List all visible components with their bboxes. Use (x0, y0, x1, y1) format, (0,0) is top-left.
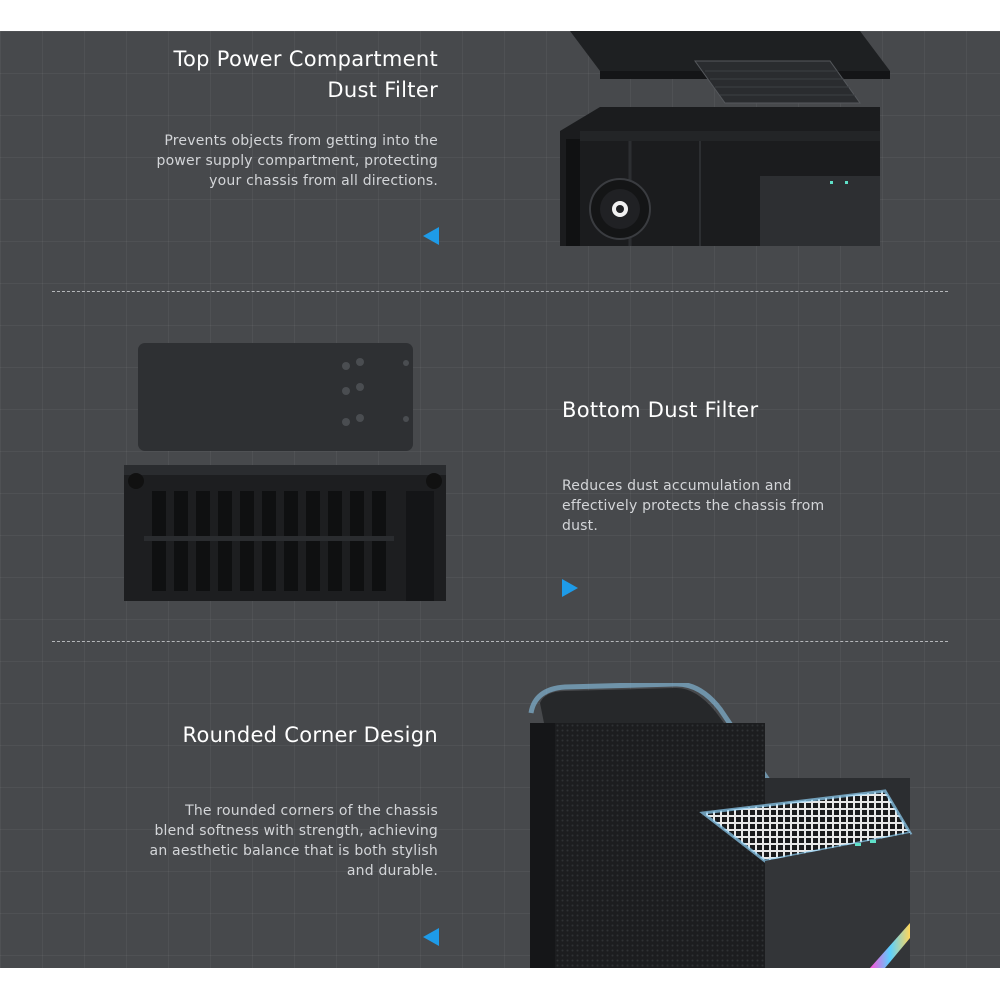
section-1-title-line-1: Top Power Compartment (173, 47, 438, 71)
section-3-desc-line-2: blend softness with strength, achieving (154, 823, 438, 839)
section-divider-2 (52, 641, 948, 642)
carousel-prev-arrow-icon-2[interactable] (423, 928, 439, 946)
section-3-desc-line-1: The rounded corners of the chassis (185, 803, 438, 819)
section-2-desc-line-1: Reduces dust accumulation and (562, 478, 792, 494)
section-2-desc-line-3: dust. (562, 518, 598, 534)
section-1-desc-line-1: Prevents objects from getting into the (164, 133, 438, 149)
rounded-corner-chassis-image (528, 683, 913, 968)
section-3-title: Rounded Corner Design (182, 723, 438, 747)
section-3-description: The rounded corners of the chassis blend… (38, 801, 438, 881)
bottom-filter-chassis-image (124, 343, 446, 601)
section-1-desc-line-3: your chassis from all directions. (209, 173, 438, 189)
section-2-title: Bottom Dust Filter (562, 398, 759, 422)
section-divider-1 (52, 291, 948, 292)
carousel-prev-arrow-icon[interactable] (423, 227, 439, 245)
section-1-title: Top Power Compartment Dust Filter (38, 44, 438, 106)
section-2-description: Reduces dust accumulation and effectivel… (562, 476, 962, 536)
carousel-next-arrow-icon[interactable] (562, 579, 578, 597)
section-1-description: Prevents objects from getting into the p… (38, 131, 438, 191)
section-2-desc-line-2: effectively protects the chassis from (562, 498, 825, 514)
section-1-desc-line-2: power supply compartment, protecting (156, 153, 438, 169)
feature-panel: Top Power Compartment Dust Filter Preven… (0, 31, 1000, 968)
section-1-title-line-2: Dust Filter (327, 78, 438, 102)
section-3-desc-line-3: an aesthetic balance that is both stylis… (149, 843, 438, 859)
section-3-desc-line-4: and durable. (346, 863, 438, 879)
exploded-top-chassis-image (560, 31, 890, 246)
